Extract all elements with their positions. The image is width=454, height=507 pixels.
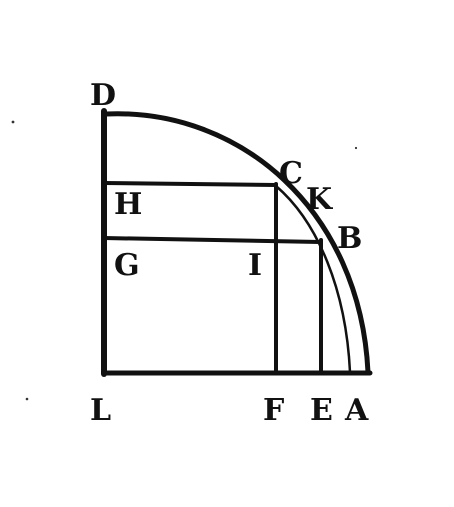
label-C: C [279,156,303,191]
speck-upper-right [354,146,358,150]
label-I: I [248,248,262,283]
label-A: A [344,393,369,428]
line-GB [102,236,322,244]
label-B: B [337,221,362,256]
label-D: D [90,78,116,113]
speck-lower-left [25,397,29,401]
speck-left [11,120,15,124]
label-L: L [90,393,111,428]
label-G: G [114,248,140,283]
label-H: H [114,187,142,222]
arc-DA [103,111,371,375]
arc-CE [274,184,352,374]
label-F: F [263,393,284,428]
label-E: E [310,393,333,428]
line-HC [102,181,278,187]
label-K: K [306,182,333,217]
